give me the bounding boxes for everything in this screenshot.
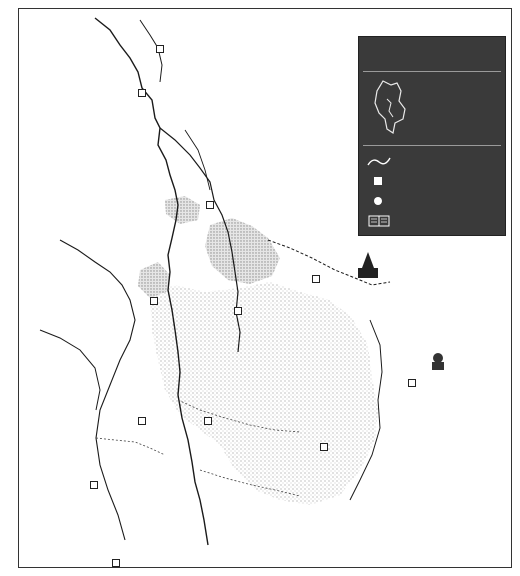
place-far-right xyxy=(408,372,416,387)
legend-row-river xyxy=(365,153,501,169)
inset-caption xyxy=(417,121,501,133)
place-upper-right xyxy=(206,194,214,209)
square-marker-icon xyxy=(374,177,382,185)
legend-divider xyxy=(363,145,501,146)
square-marker-icon xyxy=(112,559,120,567)
square-marker-icon xyxy=(206,201,214,209)
square-marker-icon xyxy=(320,443,328,451)
square-marker-icon xyxy=(156,45,164,53)
circle-marker-icon xyxy=(374,197,382,205)
main-river xyxy=(94,17,209,546)
place-left-mid xyxy=(138,410,146,425)
statue-icon xyxy=(432,353,444,370)
southern-branch xyxy=(199,469,301,497)
central-canal xyxy=(177,399,301,433)
place-lower-center xyxy=(204,410,212,425)
place-north-top xyxy=(156,38,164,53)
square-marker-icon xyxy=(150,297,158,305)
square-marker-icon xyxy=(234,307,242,315)
square-marker-icon xyxy=(90,481,98,489)
north-plain-area xyxy=(165,196,200,224)
legend-label xyxy=(401,174,497,186)
northeast-tributary xyxy=(184,129,211,191)
legend-label xyxy=(401,194,497,206)
legend-row-square xyxy=(365,173,501,189)
place-center-left xyxy=(150,290,158,305)
legend-row-circle xyxy=(365,193,501,209)
upper-plain-area xyxy=(205,218,280,284)
place-mid-right xyxy=(312,268,320,283)
place-lower-right xyxy=(320,436,328,451)
square-marker-icon xyxy=(138,89,146,97)
chronicle-book-icon xyxy=(368,215,390,227)
far-west-river xyxy=(39,329,101,411)
central-plain-area xyxy=(150,282,378,505)
legend-divider xyxy=(363,71,501,72)
river-icon xyxy=(367,157,391,166)
inset-map-icon xyxy=(374,80,406,134)
seated-figure-icon xyxy=(358,252,378,278)
western-river xyxy=(59,239,136,541)
legend-title xyxy=(365,49,501,63)
place-center xyxy=(234,300,242,315)
square-marker-icon xyxy=(138,417,146,425)
place-north-west xyxy=(138,82,146,97)
square-marker-icon xyxy=(204,417,212,425)
map-legend xyxy=(358,36,506,236)
east-coast-line xyxy=(349,319,383,501)
place-south-left xyxy=(90,474,98,489)
square-marker-icon xyxy=(408,379,416,387)
west-plain-area xyxy=(138,262,170,298)
square-marker-icon xyxy=(312,275,320,283)
place-south-bottom xyxy=(112,552,120,567)
legend-row-chronicle xyxy=(365,213,501,229)
west-branch xyxy=(95,437,166,456)
legend-label xyxy=(401,154,497,166)
legend-label xyxy=(401,214,497,226)
